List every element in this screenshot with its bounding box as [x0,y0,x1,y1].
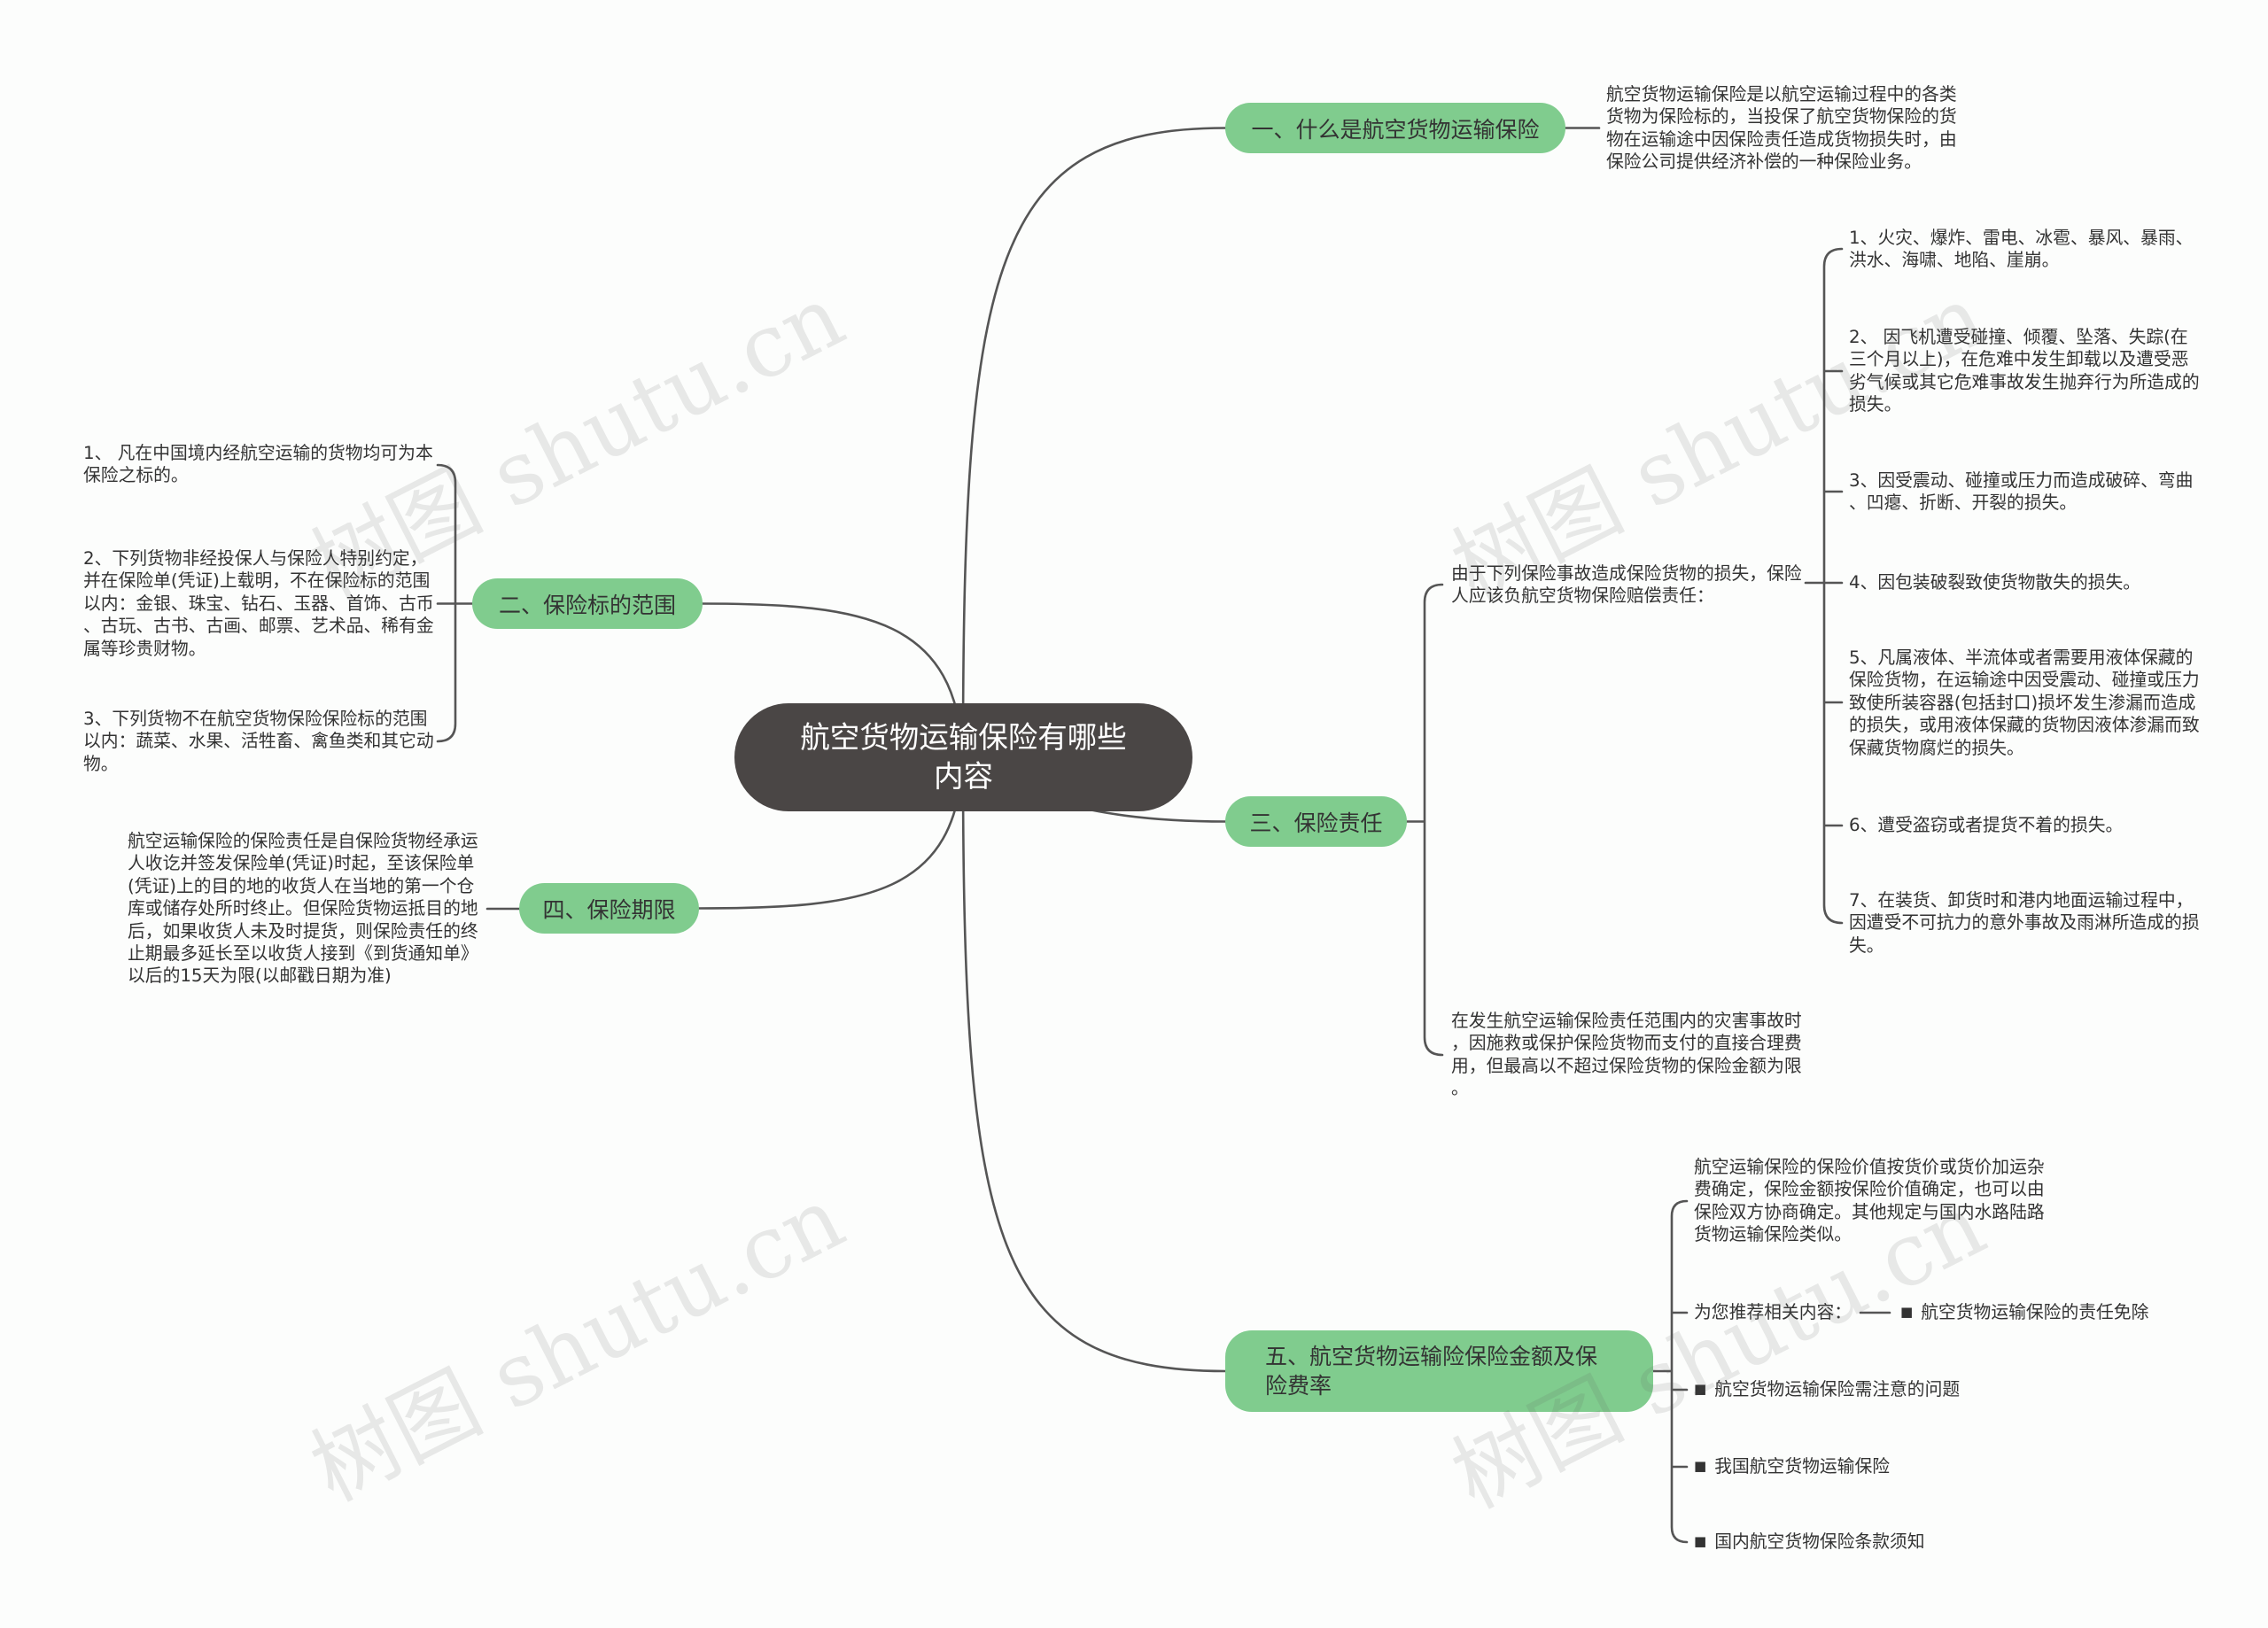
detail-line: 、古玩、古书、古画、邮票、艺术品、稀有金 [83,616,434,637]
detail-line: 、凹瘪、折断、开裂的损失。 [1849,492,2078,514]
detail-line: 保险双方协商确定。其他规定与国内水路陆路 [1694,1201,2045,1222]
topic-3-expenses: 在发生航空运输保险责任范围内的灾害事故时 ，因施救或保护保险货物而支付的直接合理… [1451,1010,1802,1100]
detail-line: 3、因受震动、碰撞或压力而造成破碎、弯曲 [1849,470,2194,491]
detail-line: 1、火灾、爆炸、雷电、冰雹、暴风、暴雨、 [1849,228,2194,248]
detail-line: 损失。 [1849,394,1902,415]
detail-line: 航空运输保险的保险责任是自保险货物经承运 [128,831,478,851]
detail-line: 货物运输保险类似。 [1694,1224,1852,1245]
detail-line: 保险货物，在运输途中因受震动、碰撞或压力 [1849,670,2200,691]
detail-line: 后，如果收货人未及时提货，则保险责任的终 [128,920,478,942]
detail-line: 库或储存处所时终止。但保险货物运抵目的地 [128,898,478,919]
detail-line: 在发生航空运输保险责任范围内的灾害事故时 [1451,1011,1802,1031]
detail-line: 以内：金银、珠宝、钻石、玉器、首饰、古币 [83,593,434,614]
topic-3-intro: 由于下列保险事故造成保险货物的损失，保险 人应该负航空货物保险赔偿责任： [1451,562,1802,608]
central-topic: 航空货物运输保险有哪些 内容 [734,703,1192,811]
bracket-topic-3 [1405,583,1444,1057]
detail-line: 保险公司提供经济补偿的一种保险业务。 [1606,151,1922,173]
detail-line: 费确定，保险金额按保险价值确定，也可以由 [1694,1179,2045,1200]
recommend-label: 为您推荐相关内容： [1694,1302,1852,1322]
detail-line: 人收讫并签发保险单(凭证)时起，至该保险单 [128,853,475,874]
topic-2-item-2: 2、下列货物非经投保人与保险人特别约定， 并在保险单(凭证)上载明，不在保险标的… [83,547,434,660]
detail-line: 洪水、海啸、地陷、崖崩。 [1849,250,2060,271]
bullet-icon: ■ [1694,1381,1707,1397]
detail-line: 人应该负航空货物保险赔偿责任： [1451,585,1714,607]
topic-5-label-line: 险费率 [1265,1373,1332,1399]
detail-line: 3、下列货物不在航空货物保险保险标的范围 [83,709,428,729]
recommended-link[interactable]: ■ 我国航空货物运输保险 [1694,1455,1890,1477]
detail-line: 6、遭受盗窃或者提货不着的损失。 [1849,815,2124,835]
topic-1-detail: 航空货物运输保险是以航空运输过程中的各类 货物为保险标的，当投保了航空货物保险的… [1606,83,1957,174]
bullet-icon: ■ [1694,1458,1707,1474]
detail-line: 由于下列保险事故造成保险货物的损失，保险 [1451,563,1802,584]
topic-2-item-3: 3、下列货物不在航空货物保险保险标的范围 以内：蔬菜、水果、活牲畜、禽鱼类和其它… [83,708,434,775]
detail-line: 用，但最高以不超过保险货物的保险金额为限 [1451,1055,1802,1076]
topic-2-node: 二、保险标的范围 [472,578,703,629]
topic-3-cause-3: 3、因受震动、碰撞或压力而造成破碎、弯曲 、凹瘪、折断、开裂的损失。 [1849,469,2193,515]
detail-line: 劣气候或其它危难事故发生抛弃行为所造成的 [1849,371,2200,392]
detail-line: 2、 因飞机遭受碰撞、倾覆、坠落、失踪(在 [1849,327,2188,347]
connector-root-to-topic-5 [961,756,1227,1373]
detail-line: 属等珍贵财物。 [83,638,206,659]
detail-line: 7、在装货、卸货时和港内地面运输过程中， [1849,890,2194,911]
detail-line: 航空运输保险的保险价值按货价或货价加运杂 [1694,1157,2045,1177]
detail-line: ，因施救或保护保险货物而支付的直接合理费 [1451,1033,1802,1054]
topic-3-node: 三、保险责任 [1225,796,1407,847]
topic-3-cause-1: 1、火灾、爆炸、雷电、冰雹、暴风、暴雨、 洪水、海啸、地陷、崖崩。 [1849,227,2193,272]
detail-line: 物。 [83,753,119,774]
topic-3-cause-7: 7、在装货、卸货时和港内地面运输过程中， 因遭受不可抗力的意外事故及雨淋所造成的… [1849,889,2200,957]
central-topic-line: 内容 [934,759,993,794]
recommended-link-text: 国内航空货物保险条款须知 [1714,1531,1925,1552]
detail-line: 。 [1451,1078,1469,1099]
detail-line: 的损失，或用液体保藏的货物因液体渗漏而致 [1849,715,2200,736]
topic-5-node: 五、航空货物运输险保险金额及保 险费率 [1225,1330,1653,1412]
detail-line: 2、下列货物非经投保人与保险人特别约定， [83,548,428,569]
recommended-link-text: 航空货物运输保险需注意的问题 [1714,1379,1961,1399]
detail-line: 保险之标的。 [83,465,189,486]
recommended-link[interactable]: ■ 国内航空货物保险条款须知 [1694,1531,1925,1553]
detail-line: 物在运输途中因保险责任造成货物损失时，由 [1606,128,1957,150]
recommended-link[interactable]: ■ 航空货物运输保险需注意的问题 [1694,1378,1960,1400]
detail-line: 止期最多延长至以收货人接到《到货通知单》 [128,942,478,964]
bullet-icon: ■ [1694,1533,1707,1549]
detail-line: 致使所装容器(包括封口)损坏发生渗漏而造成 [1849,692,2196,713]
detail-line: 因遭受不可抗力的意外事故及雨淋所造成的损 [1849,912,2200,934]
detail-line: 以后的15天为限(以邮戳日期为准) [128,965,392,987]
detail-line: 4、因包装破裂致使货物散失的损失。 [1849,572,2141,593]
topic-2-item-1: 1、 凡在中国境内经航空运输的货物均可为本 保险之标的。 [83,442,433,487]
recommended-link-text: 我国航空货物运输保险 [1714,1456,1891,1477]
topic-3-cause-4: 4、因包装破裂致使货物散失的损失。 [1849,571,2140,593]
topic-1-node: 一、什么是航空货物运输保险 [1225,103,1565,153]
detail-line: 以内：蔬菜、水果、活牲畜、禽鱼类和其它动 [83,731,434,752]
detail-line: 并在保险单(凭证)上载明，不在保险标的范围 [83,570,431,592]
topic-3-cause-6: 6、遭受盗窃或者提货不着的损失。 [1849,814,2123,836]
recommended-link-text: 航空货物运输保险的责任免除 [1921,1302,2149,1322]
bracket-topic-2 [436,463,474,743]
topic-4-node: 四、保险期限 [519,883,699,934]
bullet-icon: ■ [1900,1304,1914,1320]
detail-line: 5、凡属液体、半流体或者需要用液体保藏的 [1849,647,2194,668]
topic-3-cause-2: 2、 因飞机遭受碰撞、倾覆、坠落、失踪(在 三个月以上)，在危难中发生卸载以及遭… [1849,326,2200,416]
detail-line: 三个月以上)，在危难中发生卸载以及遭受恶 [1849,349,2189,370]
bracket-topic-3-causes [1804,247,1844,925]
detail-line: 失。 [1849,934,1884,956]
detail-line: 保藏货物腐烂的损失。 [1849,737,2024,758]
topic-3-cause-5: 5、凡属液体、半流体或者需要用液体保藏的 保险货物，在运输途中因受震动、碰撞或压… [1849,647,2200,759]
topic-4-detail: 航空运输保险的保险责任是自保险货物经承运 人收讫并签发保险单(凭证)时起，至该保… [128,830,478,988]
topic-5-detail: 航空运输保险的保险价值按货价或货价加运杂 费确定，保险金额按保险价值确定，也可以… [1694,1156,2045,1246]
bracket-topic-5 [1651,1199,1689,1544]
central-topic-line: 航空货物运输保险有哪些 [800,720,1127,755]
topic-5-label-line: 五、航空货物运输险保险金额及保 [1265,1344,1598,1369]
detail-line: 1、 凡在中国境内经航空运输的货物均可为本 [83,443,433,463]
recommended-link[interactable]: ■ 航空货物运输保险的责任免除 [1900,1301,2148,1323]
detail-line: (凭证)上的目的地的收货人在当地的第一个仓 [128,875,475,896]
connector-root-to-topic-1 [961,127,1227,759]
detail-line: 航空货物运输保险是以航空运输过程中的各类 [1606,84,1957,105]
detail-line: 货物为保险标的，当投保了航空货物保险的货 [1606,106,1957,128]
